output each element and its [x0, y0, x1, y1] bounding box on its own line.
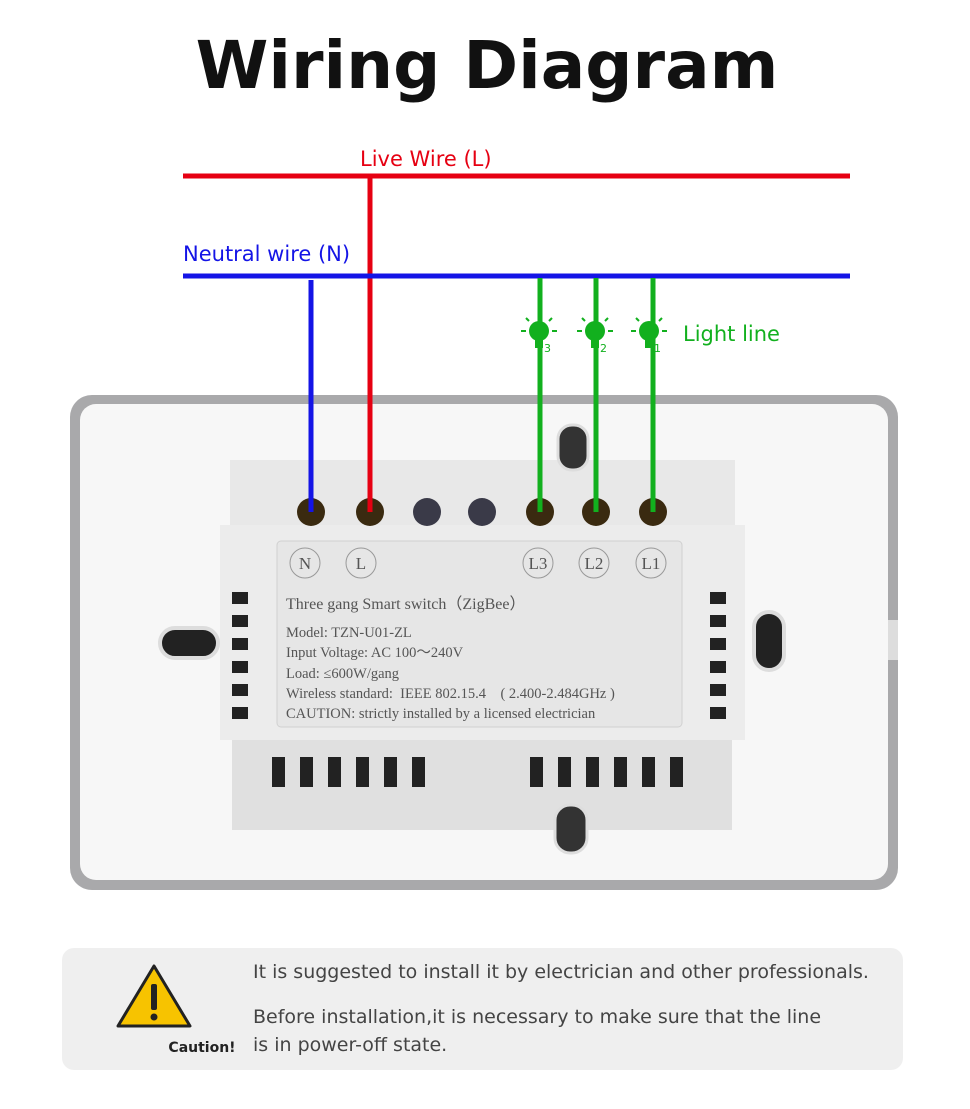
caution-text-2b: is in power-off state.: [253, 1034, 448, 1056]
caution-panel: Caution! It is suggested to install it b…: [62, 948, 903, 1070]
terminal-l: L: [356, 554, 366, 573]
device-label: N L L3 L2 L1 Three gang Smart switch（Zig…: [286, 547, 667, 722]
page-title: Wiring Diagram: [196, 27, 779, 104]
terminal-l1: L1: [642, 554, 661, 573]
device-name: Three gang Smart switch（ZigBee）: [286, 595, 526, 613]
bulb-icon: [521, 317, 667, 348]
terminal-l2: L2: [585, 554, 604, 573]
bulb-number-1: 1: [654, 342, 661, 355]
device-wireless: Wireless standard: IEEE 802.15.4 ( 2.400…: [286, 686, 615, 702]
caution-label: Caution!: [168, 1040, 236, 1056]
light-line-label: Light line: [683, 322, 780, 346]
device-voltage: Input Voltage: AC 100～240V: [286, 645, 464, 661]
caution-text-1: It is suggested to install it by electri…: [253, 961, 869, 983]
device-caution: CAUTION: strictly installed by a license…: [286, 706, 596, 722]
wiring-diagram: Wiring Diagram N L L3 L: [70, 27, 898, 890]
neutral-wire-label: Neutral wire (N): [183, 242, 350, 266]
caution-text-2a: Before installation,it is necessary to m…: [253, 1006, 822, 1028]
warning-icon: [116, 964, 192, 1028]
device-load: Load: ≤600W/gang: [286, 666, 399, 682]
terminal-l3: L3: [529, 554, 548, 573]
bulb-number-3: 3: [544, 342, 551, 355]
terminal-n: N: [299, 554, 311, 573]
device-model: Model: TZN-U01-ZL: [286, 625, 412, 641]
bulb-number-2: 2: [600, 342, 607, 355]
live-wire-label: Live Wire (L): [360, 147, 492, 171]
light-lines: [537, 278, 656, 512]
